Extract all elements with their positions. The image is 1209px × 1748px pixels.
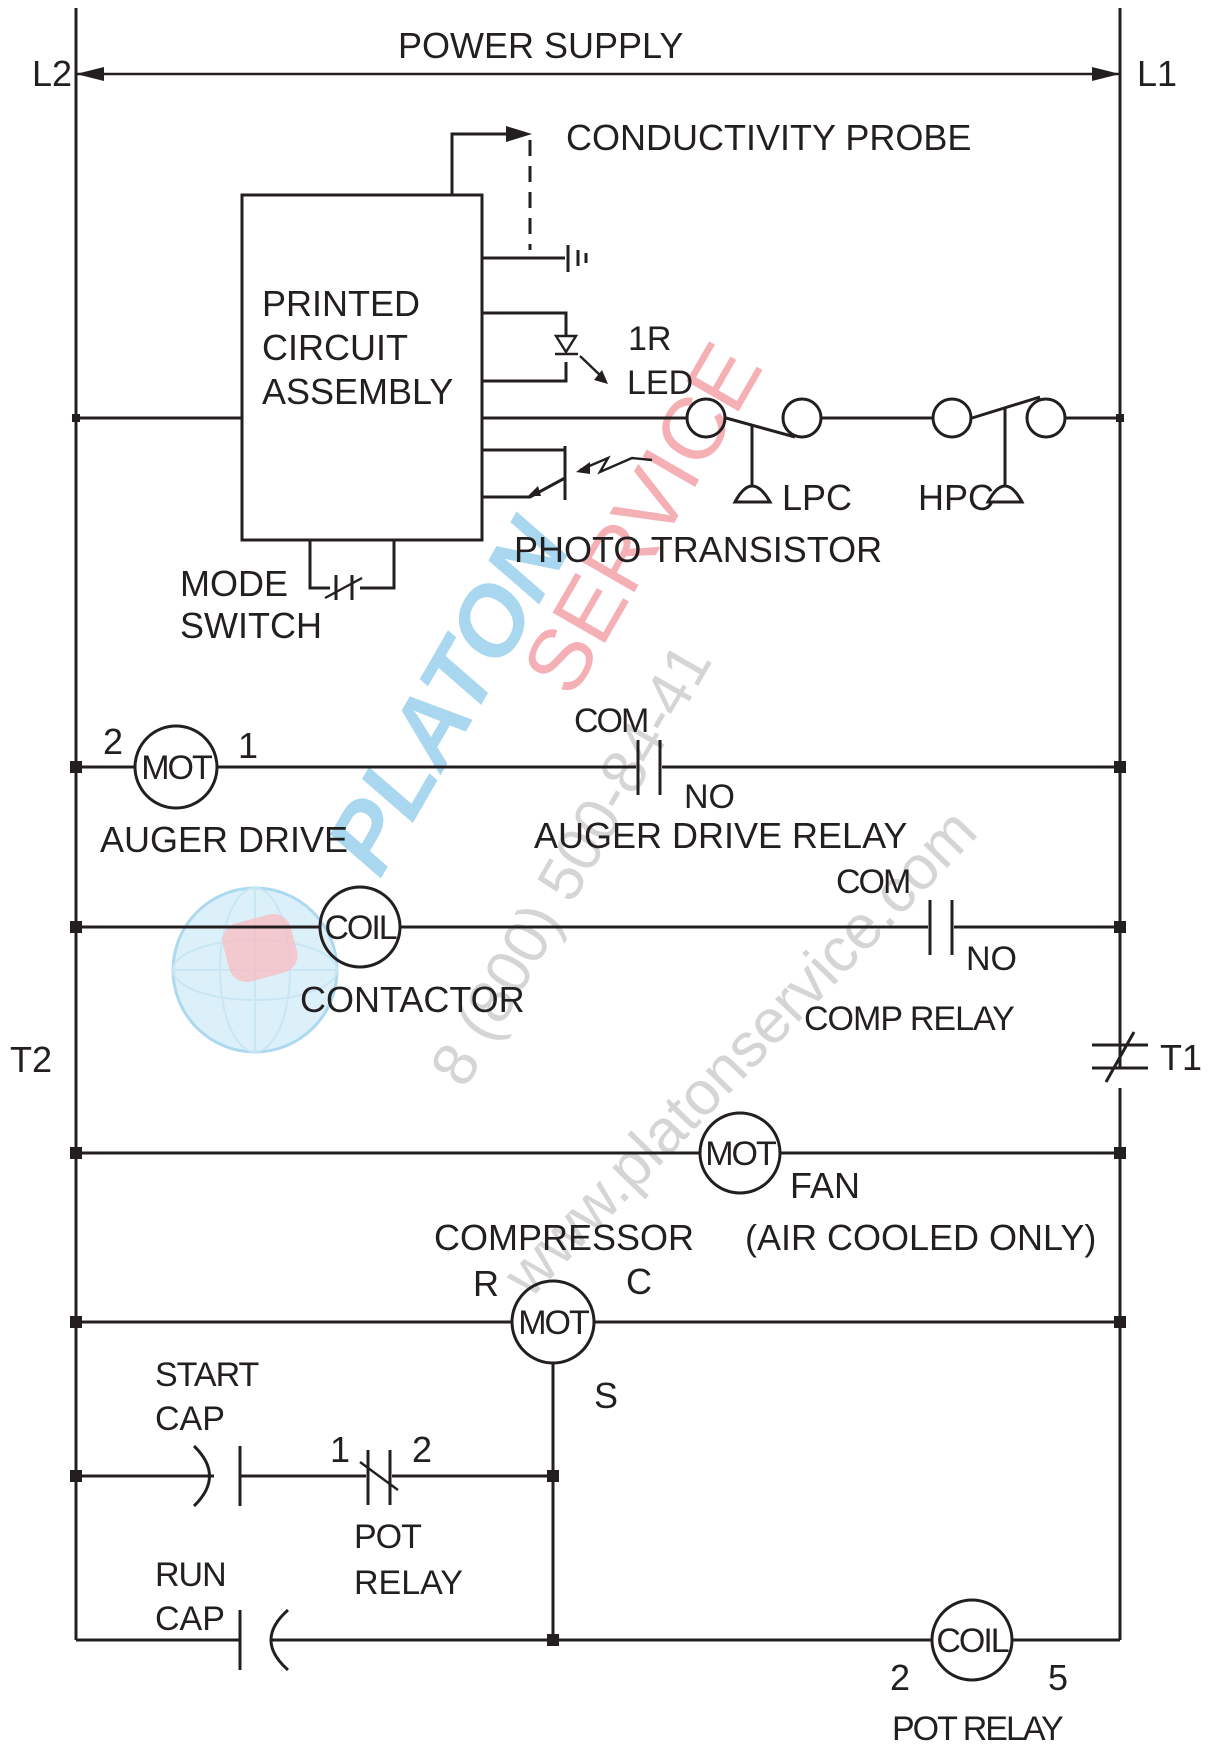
conductivity-probe-label: CONDUCTIVITY PROBE <box>566 117 971 158</box>
run-cap-label-1: RUN <box>155 1556 226 1594</box>
fan-note: (AIR COOLED ONLY) <box>745 1217 1096 1258</box>
lpc-terminal-right <box>781 397 823 439</box>
t1-label: T1 <box>1160 1037 1202 1078</box>
mode-switch-label-2: SWITCH <box>180 605 322 646</box>
arrow-right-icon <box>1092 67 1120 81</box>
pcb-label-2: CIRCUIT <box>262 327 408 368</box>
fan-label: FAN <box>790 1165 860 1206</box>
hpc-terminal-left <box>931 397 973 439</box>
lpc-terminal-left <box>685 397 727 439</box>
auger-drive-label: AUGER DRIVE <box>100 819 348 860</box>
start-cap-label-2: CAP <box>155 1400 225 1438</box>
photo-transistor-label: PHOTO TRANSISTOR <box>514 529 882 570</box>
contactor-rung: COIL COM NO CONTACTOR COMP RELAY <box>70 863 1126 1038</box>
run-cap-label-2: CAP <box>155 1600 225 1638</box>
hpc-pressure-icon <box>985 484 1025 504</box>
contactor-coil-label: COIL <box>324 909 396 947</box>
start-cap-label-1: START <box>155 1356 259 1394</box>
compressor-s-label: S <box>594 1375 618 1416</box>
compressor-c-label: C <box>626 1261 652 1302</box>
auger-drive-motor <box>133 724 219 810</box>
auger-relay-no: NO <box>684 778 735 816</box>
pot-relay-label-2: RELAY <box>354 1564 463 1602</box>
t2-label: T2 <box>10 1039 52 1080</box>
watermark-globe <box>171 886 339 1054</box>
start-cap-rung: START CAP 1 2 POT RELAY <box>70 1356 559 1602</box>
lpc-pressure-icon <box>732 484 773 504</box>
auger-drive-rung: MOT 2 1 COM NO AUGER DRIVE AUGER DRIVE R… <box>70 702 1126 860</box>
ir-led-label-1: 1R <box>628 320 671 358</box>
pcb-label-3: ASSEMBLY <box>262 371 453 412</box>
thermostat-t1-icon <box>1092 1031 1148 1083</box>
pot-relay-pin-1: 1 <box>330 1429 350 1470</box>
auger-drive-relay-label: AUGER DRIVE RELAY <box>534 815 907 856</box>
compressor-motor-label: MOT <box>518 1304 589 1342</box>
auger-pin-right: 1 <box>238 725 258 766</box>
auger-pin-left: 2 <box>103 721 123 762</box>
printed-circuit-assembly <box>240 193 484 542</box>
photo-transistor-icon <box>528 486 541 496</box>
start-capacitor-icon <box>192 1444 211 1508</box>
rail-label-l2: L2 <box>32 53 72 94</box>
arrow-left-icon <box>76 67 104 81</box>
hpc-terminal-right <box>1025 397 1067 439</box>
auger-relay-com: COM <box>574 702 647 740</box>
compressor-r-label: R <box>473 1263 499 1304</box>
power-supply-header: POWER SUPPLY L2 L1 <box>32 25 1177 94</box>
fan-motor-label: MOT <box>705 1135 776 1173</box>
pot-relay-coil-pin-2: 2 <box>890 1657 910 1698</box>
comp-relay-label: COMP RELAY <box>804 1000 1014 1038</box>
contactor-label: CONTACTOR <box>300 979 525 1020</box>
pot-relay-pin-2: 2 <box>412 1429 432 1470</box>
auger-motor-label: MOT <box>141 749 212 787</box>
compressor-label: COMPRESSOR <box>434 1217 694 1258</box>
pcb-label-1: PRINTED <box>262 283 420 324</box>
ir-led-icon <box>553 334 579 355</box>
pot-relay-coil-label-text: POT RELAY <box>892 1710 1063 1748</box>
pot-relay-label-1: POT <box>354 1518 421 1556</box>
rail-label-l1: L1 <box>1137 53 1177 94</box>
lpc-label: LPC <box>782 477 852 518</box>
comp-relay-no: NO <box>966 940 1017 978</box>
power-supply-title: POWER SUPPLY <box>398 25 683 66</box>
fan-rung: MOT FAN (AIR COOLED ONLY) <box>70 1111 1126 1258</box>
pot-relay-coil-pin-5: 5 <box>1048 1657 1068 1698</box>
compressor-rung: COMPRESSOR R C MOT S <box>70 1217 1126 1643</box>
run-cap-rung: RUN CAP COIL 2 5 POT RELAY <box>76 1556 1120 1748</box>
mode-switch-label-1: MODE <box>180 563 288 604</box>
hpc-label: HPC <box>918 477 994 518</box>
pot-relay-coil-label: COIL <box>936 1622 1008 1660</box>
ir-led-label-2: LED <box>627 364 693 402</box>
comp-relay-com: COM <box>836 863 909 901</box>
probe-arrow-icon <box>506 126 532 142</box>
pcb-section: PRINTED CIRCUIT ASSEMBLY CONDUCTIVITY PR… <box>72 117 1124 646</box>
